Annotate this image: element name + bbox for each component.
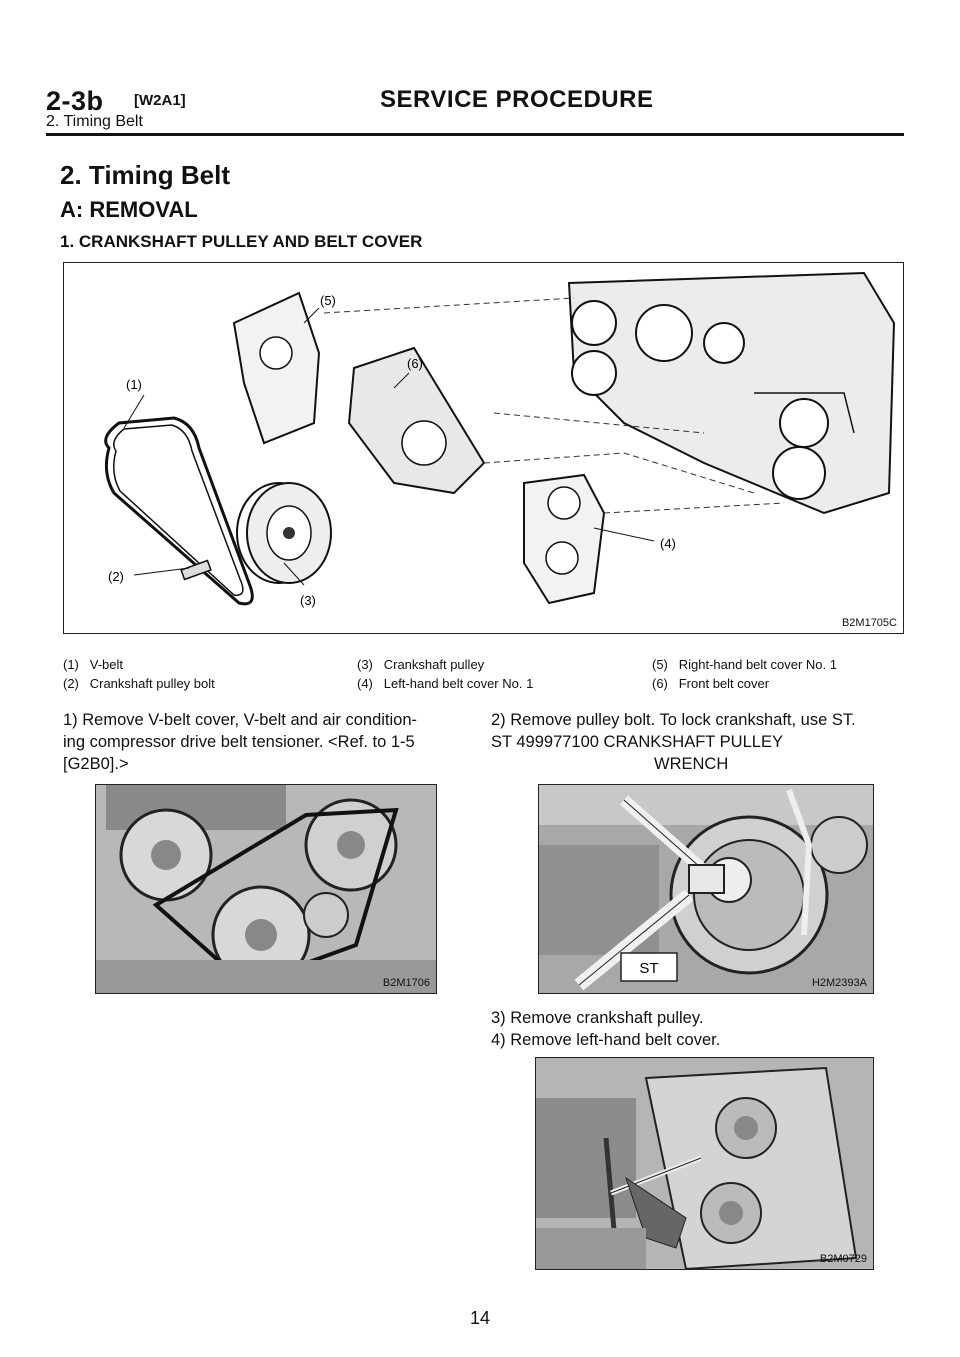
engine-block-shape bbox=[567, 271, 896, 515]
crankshaft-pulley-shape bbox=[236, 482, 332, 584]
photo-figure-h2m2393a: ST H2M2393A bbox=[538, 784, 874, 994]
subsection-title: 1. CRANKSHAFT PULLEY AND BELT COVER bbox=[60, 232, 423, 251]
callout-2: (2) bbox=[108, 569, 124, 584]
figure-id: H2M2393A bbox=[811, 977, 867, 989]
legend-item: (3) Crankshaft pulley bbox=[357, 657, 485, 672]
callout-6: (6) bbox=[407, 356, 423, 371]
step-3: 3) Remove crankshaft pulley. bbox=[491, 1009, 704, 1027]
legend-item: (6) Front belt cover bbox=[652, 676, 770, 691]
legend-item: (2) Crankshaft pulley bolt bbox=[63, 676, 215, 691]
legend-item: (5) Right-hand belt cover No. 1 bbox=[652, 657, 837, 672]
callout-1: (1) bbox=[126, 377, 142, 392]
front-belt-cover-shape bbox=[347, 346, 486, 495]
step-1: 1) Remove V-belt cover, V-belt and air c… bbox=[63, 711, 418, 773]
pulley-bolt-shape bbox=[180, 559, 212, 581]
section-tag: [W2A1] bbox=[134, 92, 186, 109]
header-divider bbox=[46, 133, 904, 136]
legend-item: (4) Left-hand belt cover No. 1 bbox=[357, 676, 534, 691]
step-2: 2) Remove pulley bolt. To lock crankshaf… bbox=[491, 711, 856, 773]
callout-5: (5) bbox=[320, 293, 336, 308]
step-4: 4) Remove left-hand belt cover. bbox=[491, 1031, 721, 1049]
section-subtitle: A: REMOVAL bbox=[60, 197, 198, 222]
photo-figure-b2m1706: B2M1706 bbox=[95, 784, 437, 994]
st-label: ST bbox=[639, 960, 658, 977]
exploded-diagram-drawing: (1) (2) (3) (4) (5) (6) bbox=[104, 271, 896, 608]
exploded-diagram: (1) (2) (3) (4) (5) (6) B2M1705C bbox=[63, 262, 904, 634]
callout-4: (4) bbox=[660, 536, 676, 551]
section-title: 2. Timing Belt bbox=[60, 160, 230, 190]
header-subtitle: 2. Timing Belt bbox=[46, 113, 143, 130]
figure-id: B2M1705C bbox=[841, 617, 897, 629]
photo-figure-b2m0729: B2M0729 bbox=[535, 1057, 874, 1270]
section-code: 2-3b bbox=[46, 86, 104, 116]
v-belt-shape bbox=[104, 416, 254, 606]
figure-id: B2M1706 bbox=[382, 977, 430, 989]
page-number: 14 bbox=[469, 1308, 491, 1328]
left-belt-cover-shape bbox=[523, 473, 606, 605]
figure-id: B2M0729 bbox=[819, 1253, 867, 1265]
legend-item: (1) V-belt bbox=[63, 657, 123, 672]
header-title: SERVICE PROCEDURE bbox=[380, 86, 654, 113]
callout-3: (3) bbox=[300, 593, 316, 608]
